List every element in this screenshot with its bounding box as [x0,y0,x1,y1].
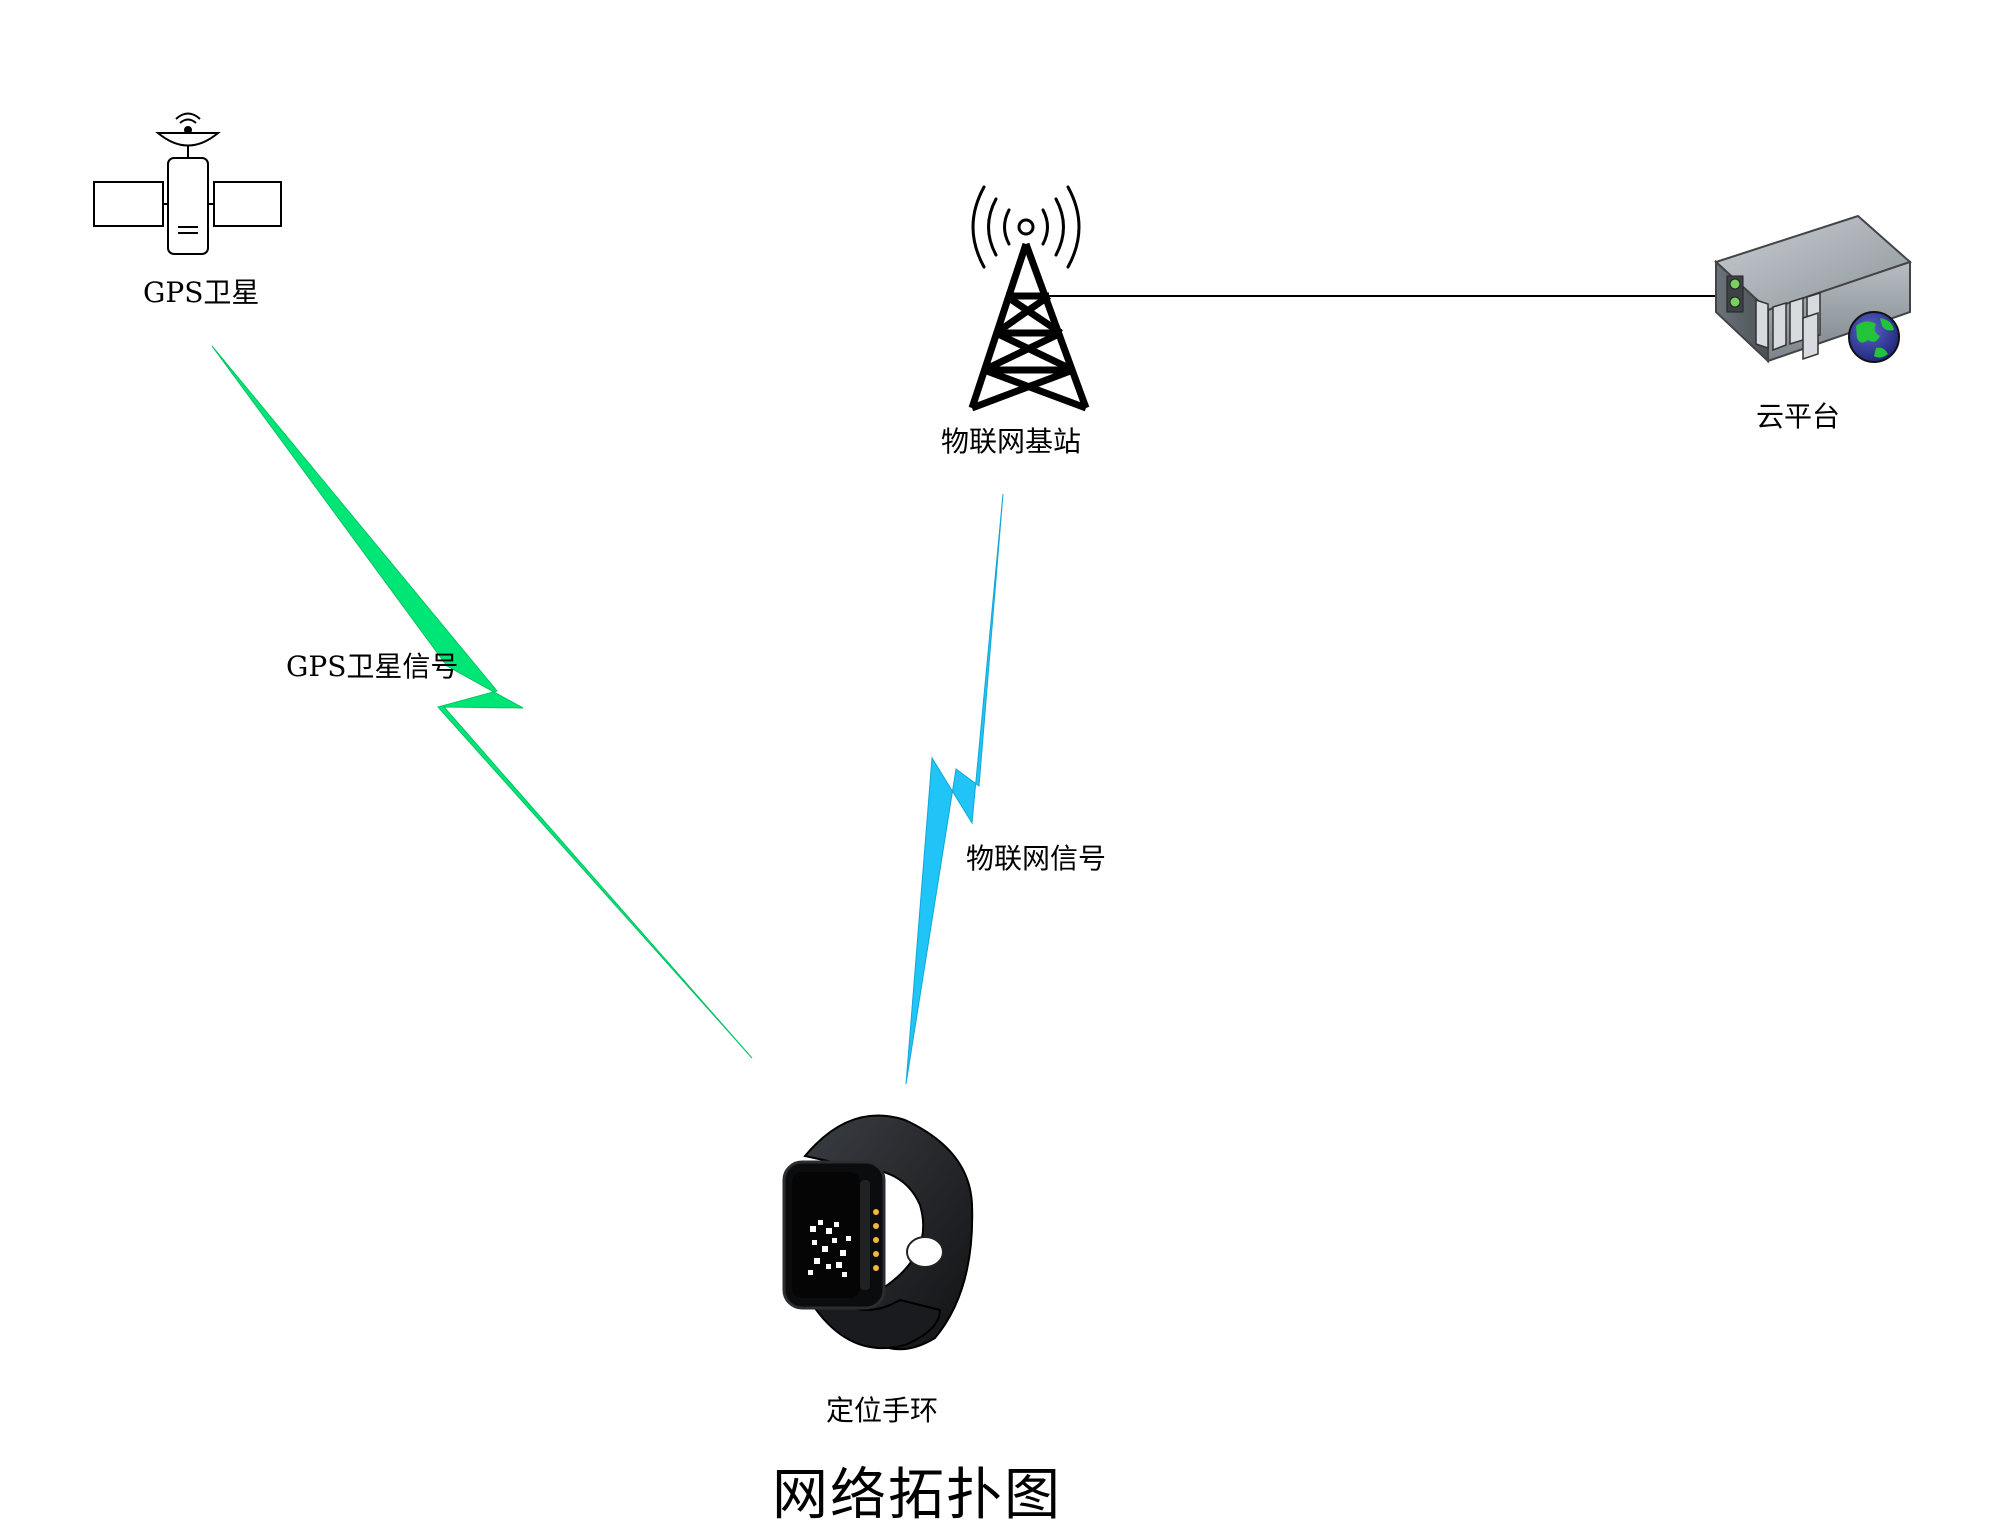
satellite-label: GPS卫星 [143,276,260,309]
iot-signal-label: 物联网信号 [966,842,1107,875]
gps-signal-label: GPS卫星信号 [286,650,459,683]
server-globe-icon [1714,214,1912,364]
satellite-icon [93,112,282,255]
smart-band-label: 定位手环 [826,1394,939,1427]
iot-signal-lightning [905,493,1004,1085]
smart-band-icon [782,1114,974,1351]
gps-signal-lightning [211,345,753,1059]
diagram-title: 网络拓扑图 [772,1463,1062,1528]
cloud-platform-label: 云平台 [1756,400,1841,433]
base-station-label: 物联网基站 [941,425,1082,458]
cell-tower-icon [968,185,1090,412]
